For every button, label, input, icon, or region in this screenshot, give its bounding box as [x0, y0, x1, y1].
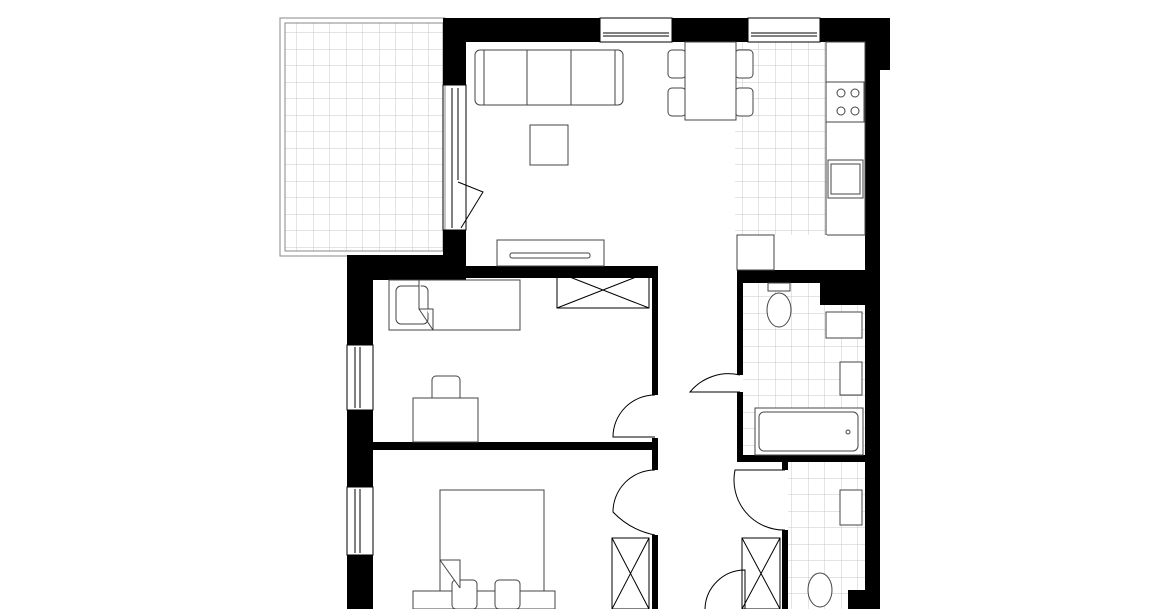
dining-table [667, 41, 754, 121]
wc-fixtures [807, 489, 863, 608]
sink-icon [839, 489, 863, 526]
double-bed [412, 489, 556, 609]
coffee-table [529, 124, 569, 166]
wardrobe-2 [611, 537, 650, 609]
wardrobe-1 [556, 271, 650, 309]
wardrobe-3 [741, 537, 781, 609]
fridge-icon [736, 234, 775, 271]
tv-stand [496, 239, 605, 267]
washing-machine-icon [825, 311, 863, 339]
sofa [474, 49, 624, 106]
toilet-icon [807, 572, 833, 608]
toilet-icon [767, 282, 791, 292]
sink-icon [839, 361, 863, 396]
desk [412, 375, 479, 443]
balcony [279, 17, 446, 257]
kitchen-counter [736, 41, 866, 271]
bathroom-fixtures [754, 282, 864, 456]
windows [346, 17, 821, 556]
single-bed [388, 279, 521, 331]
doors [612, 373, 786, 609]
stove-icon [825, 81, 865, 123]
